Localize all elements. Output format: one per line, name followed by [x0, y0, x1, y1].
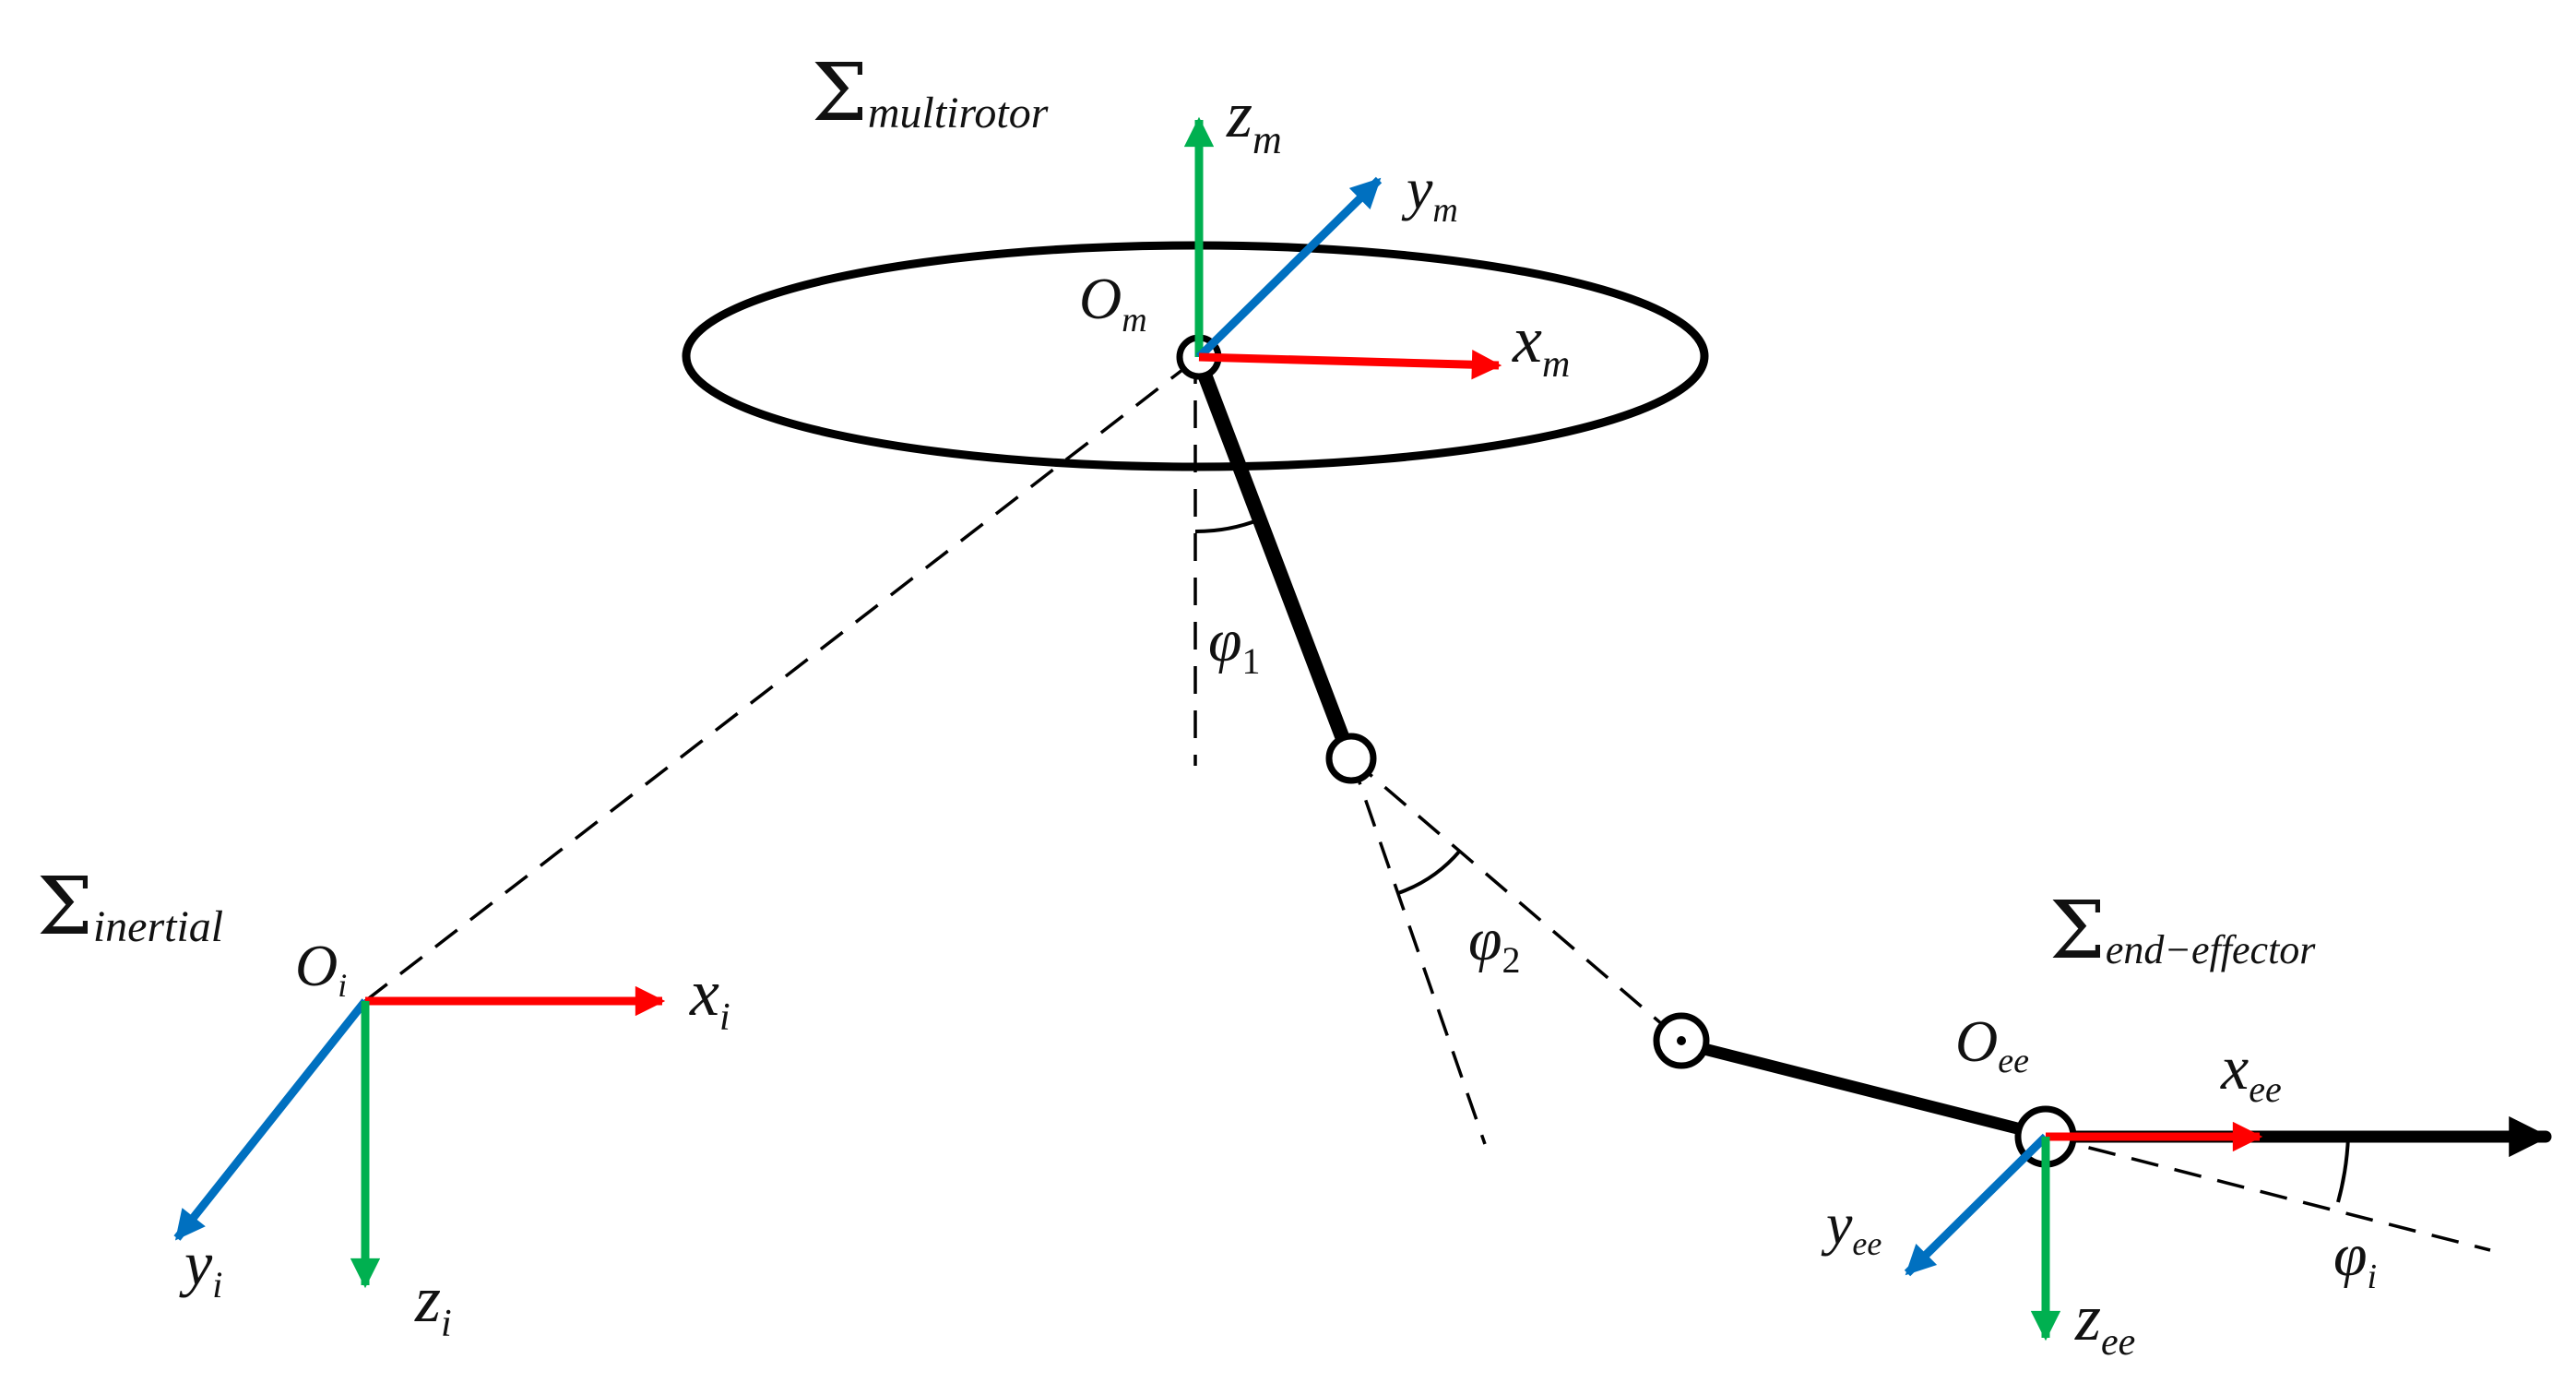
end-effector-frame-axes: [1904, 1121, 2263, 1341]
label-x-m: xm: [1512, 303, 1570, 386]
label-phii: φi: [2333, 1222, 2377, 1296]
label-z-i: zi: [414, 1262, 452, 1345]
label-subscript: ee: [2249, 1068, 2282, 1110]
label-x-ee: xee: [2220, 1032, 2282, 1110]
angle-arc-phii: [2336, 1136, 2350, 1203]
inertial-y-axis: [173, 998, 369, 1241]
angle-arcs: [1194, 518, 2350, 1203]
label-y-m: ym: [1401, 156, 1458, 230]
label-main: O: [295, 933, 338, 998]
sigma-symbol: Σ: [812, 47, 868, 139]
label-main: y: [1401, 156, 1433, 221]
link-2: [1694, 1042, 2031, 1137]
label-subscript: i: [212, 1264, 222, 1306]
end-effector-y-axis: [1904, 1133, 2049, 1277]
label-z-m: zm: [1226, 77, 1282, 162]
label-subscript: m: [1432, 191, 1457, 230]
link-1: [1194, 360, 1352, 751]
label-phi1: φ1: [1208, 607, 1261, 682]
label-origin-m: Om: [1079, 266, 1147, 340]
label-y-ee: yee: [1821, 1191, 1882, 1262]
label-main: x: [2220, 1032, 2249, 1103]
angle-arc-phi2: [1397, 849, 1462, 895]
label-subscript: i: [2368, 1258, 2378, 1296]
label-main: y: [1821, 1191, 1853, 1257]
label-subscript: i: [719, 996, 730, 1039]
inertial-frame-axes: [173, 985, 666, 1289]
label-main: z: [2074, 1281, 2101, 1354]
label-z-ee: zee: [2074, 1281, 2135, 1364]
joint-1: [1325, 733, 1377, 784]
multirotor-y-axis: [1195, 176, 1383, 361]
frame-name: end−effector: [2106, 927, 2316, 972]
label-main: z: [1226, 77, 1252, 151]
dashed-line-inertial-to-multirotor: [363, 355, 1201, 1003]
joint-2-center-dot: [1677, 1036, 1686, 1045]
manipulator-links: [1194, 360, 2552, 1158]
sigma-symbol: Σ: [37, 861, 93, 953]
label-main: x: [689, 956, 719, 1030]
label-main: z: [414, 1262, 441, 1336]
label-subscript: 1: [1242, 640, 1261, 682]
label-main: O: [1955, 1008, 1998, 1074]
label-subscript: m: [1252, 117, 1282, 162]
label-main: y: [179, 1228, 213, 1298]
label-subscript: m: [1542, 343, 1570, 386]
label-origin-ee: Oee: [1955, 1008, 2029, 1080]
label-subscript: ee: [1998, 1042, 2029, 1080]
label-main: φ: [1468, 906, 1502, 973]
label-y-i: yi: [179, 1228, 222, 1306]
frame-label-multirotor: Σmultirotor: [812, 47, 1049, 139]
dashed-ee-orientation-line: [2045, 1135, 2491, 1252]
label-subscript: m: [1122, 301, 1146, 340]
label-x-i: xi: [689, 956, 730, 1039]
construction-lines: [363, 355, 2491, 1252]
frame-label-inertial: Σinertial: [37, 861, 223, 953]
frame-name: inertial: [93, 902, 223, 951]
label-phi2: φ2: [1468, 906, 1521, 981]
label-origin-i: Oi: [295, 933, 347, 1004]
dashed-link1-extension: [1349, 757, 1487, 1145]
label-main: φ: [2333, 1222, 2368, 1289]
label-main: O: [1079, 266, 1122, 331]
label-subscript: i: [338, 967, 347, 1004]
label-subscript: 2: [1502, 939, 1521, 981]
angle-arc-phi1: [1194, 518, 1261, 534]
label-subscript: i: [441, 1303, 452, 1345]
multirotor-frame-axes: [1183, 116, 1502, 380]
sigma-symbol: Σ: [2049, 885, 2106, 977]
multirotor-x-axis: [1198, 349, 1502, 380]
label-subscript: ee: [1852, 1225, 1882, 1262]
label-main: φ: [1208, 607, 1242, 674]
frame-name: multirotor: [868, 89, 1049, 137]
frame-label-end-effector: Σend−effector: [2049, 885, 2316, 977]
label-subscript: ee: [2101, 1321, 2135, 1364]
label-main: x: [1512, 303, 1542, 376]
dashed-link-to-second-joint: [1349, 757, 1683, 1043]
